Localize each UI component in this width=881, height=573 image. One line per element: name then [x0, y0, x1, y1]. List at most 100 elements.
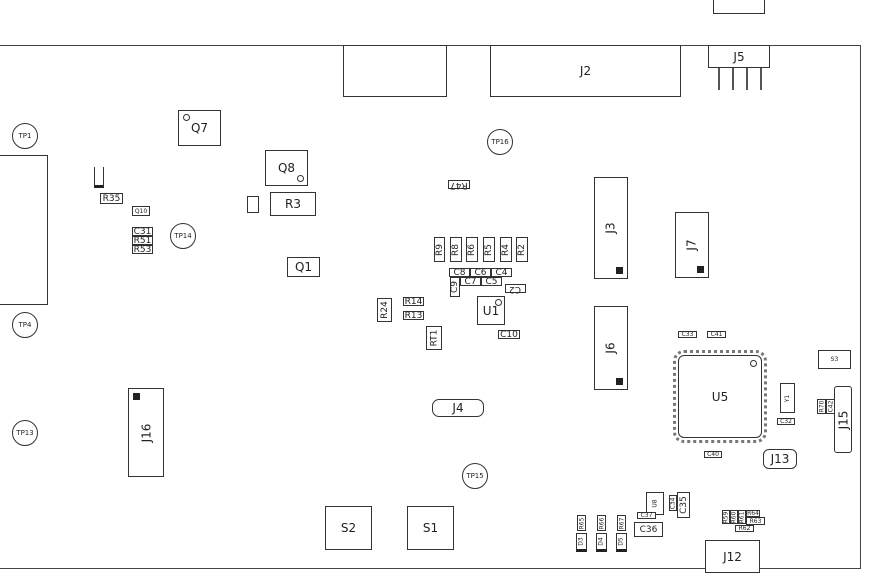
label: Q10 [134, 207, 148, 215]
connector-j5[interactable]: J5 [708, 45, 770, 68]
label: R64 [747, 510, 759, 517]
crystal-y1[interactable]: Y1 [780, 383, 795, 413]
resistor-r53[interactable]: R53 [132, 245, 153, 255]
ic-u1[interactable]: U1 [477, 296, 505, 325]
switch-s1[interactable]: S1 [407, 506, 454, 550]
capacitor-c6[interactable]: C6 [470, 268, 491, 278]
label: C2 [509, 283, 522, 294]
resistor-r64[interactable]: R64 [746, 510, 760, 517]
capacitor-c5[interactable]: C5 [481, 276, 502, 287]
transistor-q1[interactable]: Q1 [287, 257, 320, 277]
resistor-r51[interactable]: R51 [132, 236, 153, 246]
label: R24 [379, 301, 390, 319]
label: C33 [681, 331, 694, 338]
label: R62 [738, 525, 751, 532]
resistor-r13[interactable]: R13 [403, 311, 424, 321]
label: R67 [618, 517, 625, 529]
label: R3 [285, 197, 301, 211]
resistor-r35[interactable]: R35 [100, 193, 123, 204]
test-point-tp1[interactable]: TP1 [12, 123, 38, 149]
label: Q1 [294, 260, 313, 274]
capacitor-c4[interactable]: C4 [491, 267, 512, 278]
capacitor-c33[interactable]: C33 [678, 331, 697, 338]
test-point-tp16[interactable]: TP16 [487, 129, 513, 155]
led-d4[interactable]: D4 [596, 533, 607, 552]
resistor-r8[interactable]: R8 [450, 237, 462, 262]
resistor-r5[interactable]: R5 [483, 237, 495, 262]
led-d3[interactable]: D3 [576, 533, 587, 552]
resistor-r59[interactable]: R59 [722, 510, 730, 524]
capacitor-c8[interactable]: C8 [449, 268, 470, 278]
led-d5[interactable]: D5 [616, 533, 627, 552]
connector-j15[interactable]: J15 [834, 386, 852, 453]
resistor-r65[interactable]: R65 [577, 515, 586, 531]
test-point-tp14[interactable]: TP14 [170, 223, 196, 249]
jumper-j4[interactable]: J4 [432, 399, 484, 417]
label: C9 [450, 280, 461, 294]
resistor-r24[interactable]: R24 [377, 298, 392, 322]
capacitor-c37[interactable]: C37 [637, 512, 656, 519]
resistor-r63[interactable]: R63 [746, 517, 765, 525]
connector-j2[interactable]: J2 [490, 45, 681, 97]
usb-connector-j12[interactable]: J12 [705, 540, 760, 573]
label: C4 [495, 267, 508, 278]
capacitor-c2[interactable]: C2 [505, 283, 526, 294]
label: J12 [723, 549, 742, 564]
resistor-r2[interactable]: R2 [516, 237, 528, 262]
connector-left[interactable] [0, 155, 48, 305]
resistor-r4[interactable]: R4 [500, 237, 512, 262]
resistor-r6[interactable]: R6 [466, 237, 478, 262]
header-j3[interactable]: J3 [594, 177, 628, 279]
capacitor-c35[interactable]: C35 [677, 492, 690, 518]
resistor-r61[interactable]: R61 [738, 510, 746, 524]
resistor-r66[interactable]: R66 [597, 515, 606, 531]
resistor-r60[interactable]: R60 [730, 510, 738, 524]
capacitor-c7[interactable]: C7 [460, 277, 481, 287]
header-j16[interactable]: J16 [128, 388, 164, 477]
small-part[interactable] [247, 196, 259, 213]
label: C10 [500, 329, 518, 340]
resistor-r14[interactable]: R14 [403, 297, 424, 307]
resistor-r62[interactable]: R62 [735, 525, 754, 532]
test-point-tp15[interactable]: TP15 [462, 463, 488, 489]
capacitor-c41[interactable]: C41 [707, 331, 726, 338]
label: C41 [710, 331, 723, 338]
label: C34 [669, 497, 677, 509]
microcontroller-u5[interactable]: U5 [673, 350, 767, 443]
header-j6[interactable]: J6 [594, 306, 628, 390]
switch-s2[interactable]: S2 [325, 506, 372, 550]
capacitor-c40[interactable]: C40 [704, 451, 722, 458]
test-point-tp4[interactable]: TP4 [12, 312, 38, 338]
transistor-q10[interactable]: Q10 [132, 206, 150, 216]
label: R9 [434, 243, 445, 256]
header-j7[interactable]: J7 [675, 212, 709, 278]
resistor-r67[interactable]: R67 [617, 515, 626, 531]
label: C31 [133, 226, 152, 237]
capacitor-c34[interactable]: C34 [669, 495, 677, 511]
label: R63 [749, 517, 762, 525]
capacitor-c32[interactable]: C32 [777, 418, 795, 425]
label: R61 [738, 511, 746, 523]
jumper-j13[interactable]: J13 [763, 449, 797, 469]
test-point-tp13[interactable]: TP13 [12, 420, 38, 446]
label: C5 [485, 276, 498, 287]
label: J5 [733, 49, 745, 64]
capacitor-c36[interactable]: C36 [634, 522, 663, 537]
capacitor-c9[interactable]: C9 [450, 277, 460, 297]
connector-top-left[interactable] [343, 45, 447, 97]
label: R6 [467, 243, 478, 256]
diode[interactable] [94, 167, 104, 188]
resistor-r3[interactable]: R3 [270, 192, 316, 216]
switch-s3[interactable]: S3 [818, 350, 851, 369]
thermistor-rt1[interactable]: RT1 [426, 326, 442, 350]
resistor-r9[interactable]: R9 [434, 237, 445, 262]
capacitor-c31[interactable]: C31 [132, 226, 153, 237]
transistor-q8[interactable]: Q8 [265, 150, 308, 186]
label: R65 [578, 517, 585, 529]
capacitor-c10[interactable]: C10 [498, 329, 520, 340]
transistor-q7[interactable]: Q7 [178, 110, 221, 146]
resistor-r47[interactable]: R47 [448, 180, 470, 190]
resistor-r70[interactable]: R70 [817, 399, 826, 414]
label: TP15 [466, 472, 484, 480]
